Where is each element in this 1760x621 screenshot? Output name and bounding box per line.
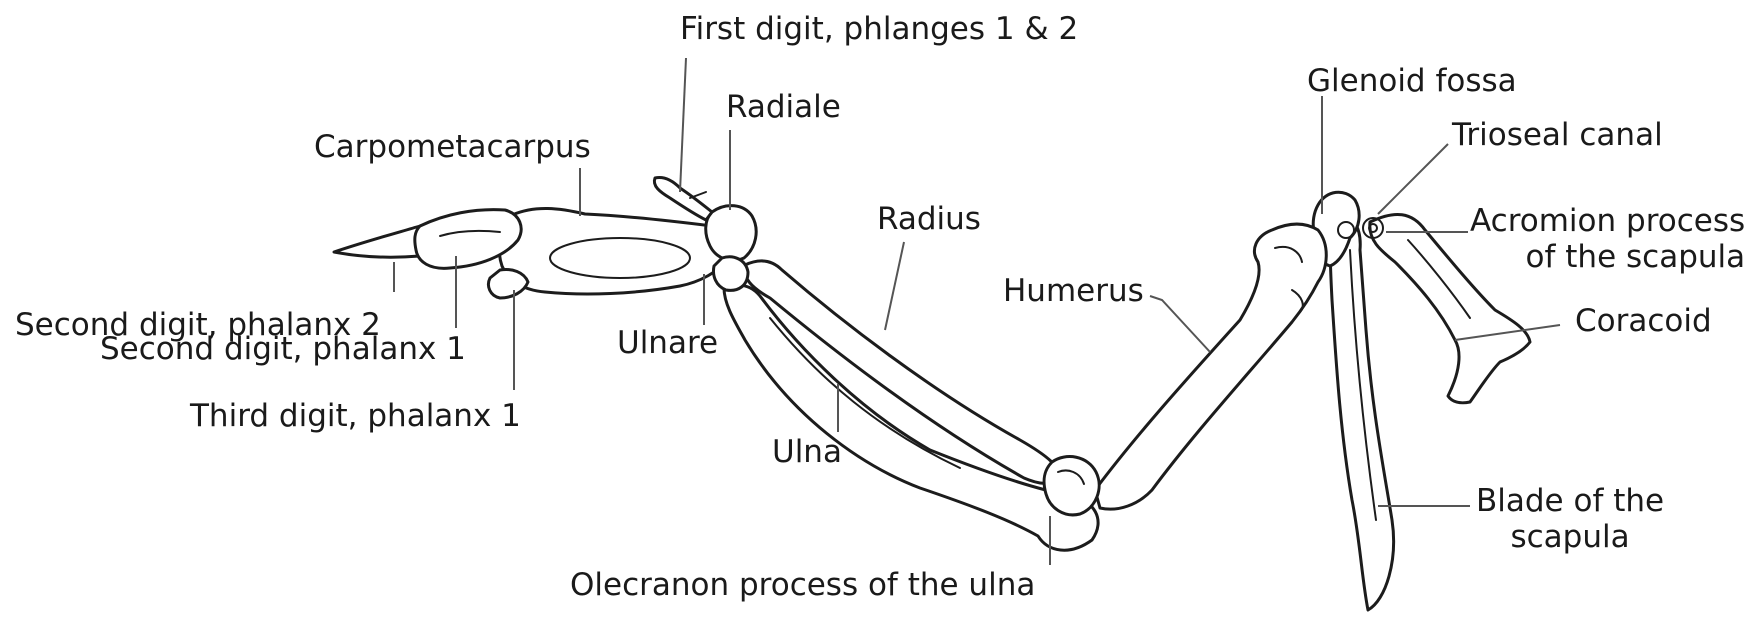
- label-ulna: Ulna: [772, 435, 842, 471]
- leader-radius: [885, 242, 904, 330]
- label-acromion-line2: of the scapula: [1470, 240, 1745, 276]
- label-third-digit-phalanx-1: Third digit, phalanx 1: [190, 399, 521, 435]
- leader-first-digit: [680, 58, 686, 192]
- humerus-bone: [1095, 224, 1326, 509]
- wrist-bones: [706, 206, 756, 291]
- leader-trioseal-canal: [1378, 144, 1448, 214]
- label-first-digit: First digit, phlanges 1 & 2: [680, 12, 1078, 48]
- label-humerus: Humerus: [1003, 274, 1144, 310]
- label-second-digit-phalanx-1: Second digit, phalanx 1: [100, 332, 466, 368]
- label-carpometacarpus: Carpometacarpus: [314, 130, 591, 166]
- ulna-bone: [724, 285, 1098, 550]
- carpometacarpus-bone: [499, 208, 733, 294]
- label-glenoid-fossa: Glenoid fossa: [1307, 64, 1517, 100]
- label-trioseal-canal: Trioseal canal: [1452, 118, 1663, 154]
- label-radiale: Radiale: [726, 90, 841, 126]
- label-acromion-process: Acromion process of the scapula: [1470, 204, 1745, 275]
- scapula-bone: [1330, 210, 1393, 610]
- label-radius: Radius: [877, 202, 981, 238]
- label-blade-line2: scapula: [1476, 520, 1664, 556]
- label-acromion-line1: Acromion process: [1470, 204, 1745, 240]
- label-blade-of-scapula: Blade of the scapula: [1476, 484, 1664, 555]
- first-digit-bone: [654, 177, 712, 220]
- label-olecranon-process: Olecranon process of the ulna: [570, 568, 1035, 604]
- label-ulnare: Ulnare: [617, 326, 718, 362]
- leader-humerus: [1150, 296, 1210, 352]
- label-coracoid: Coracoid: [1575, 304, 1712, 340]
- third-digit-phalanx-1-bone: [488, 270, 528, 299]
- label-blade-line1: Blade of the: [1476, 484, 1664, 520]
- elbow-joint: [1044, 457, 1099, 515]
